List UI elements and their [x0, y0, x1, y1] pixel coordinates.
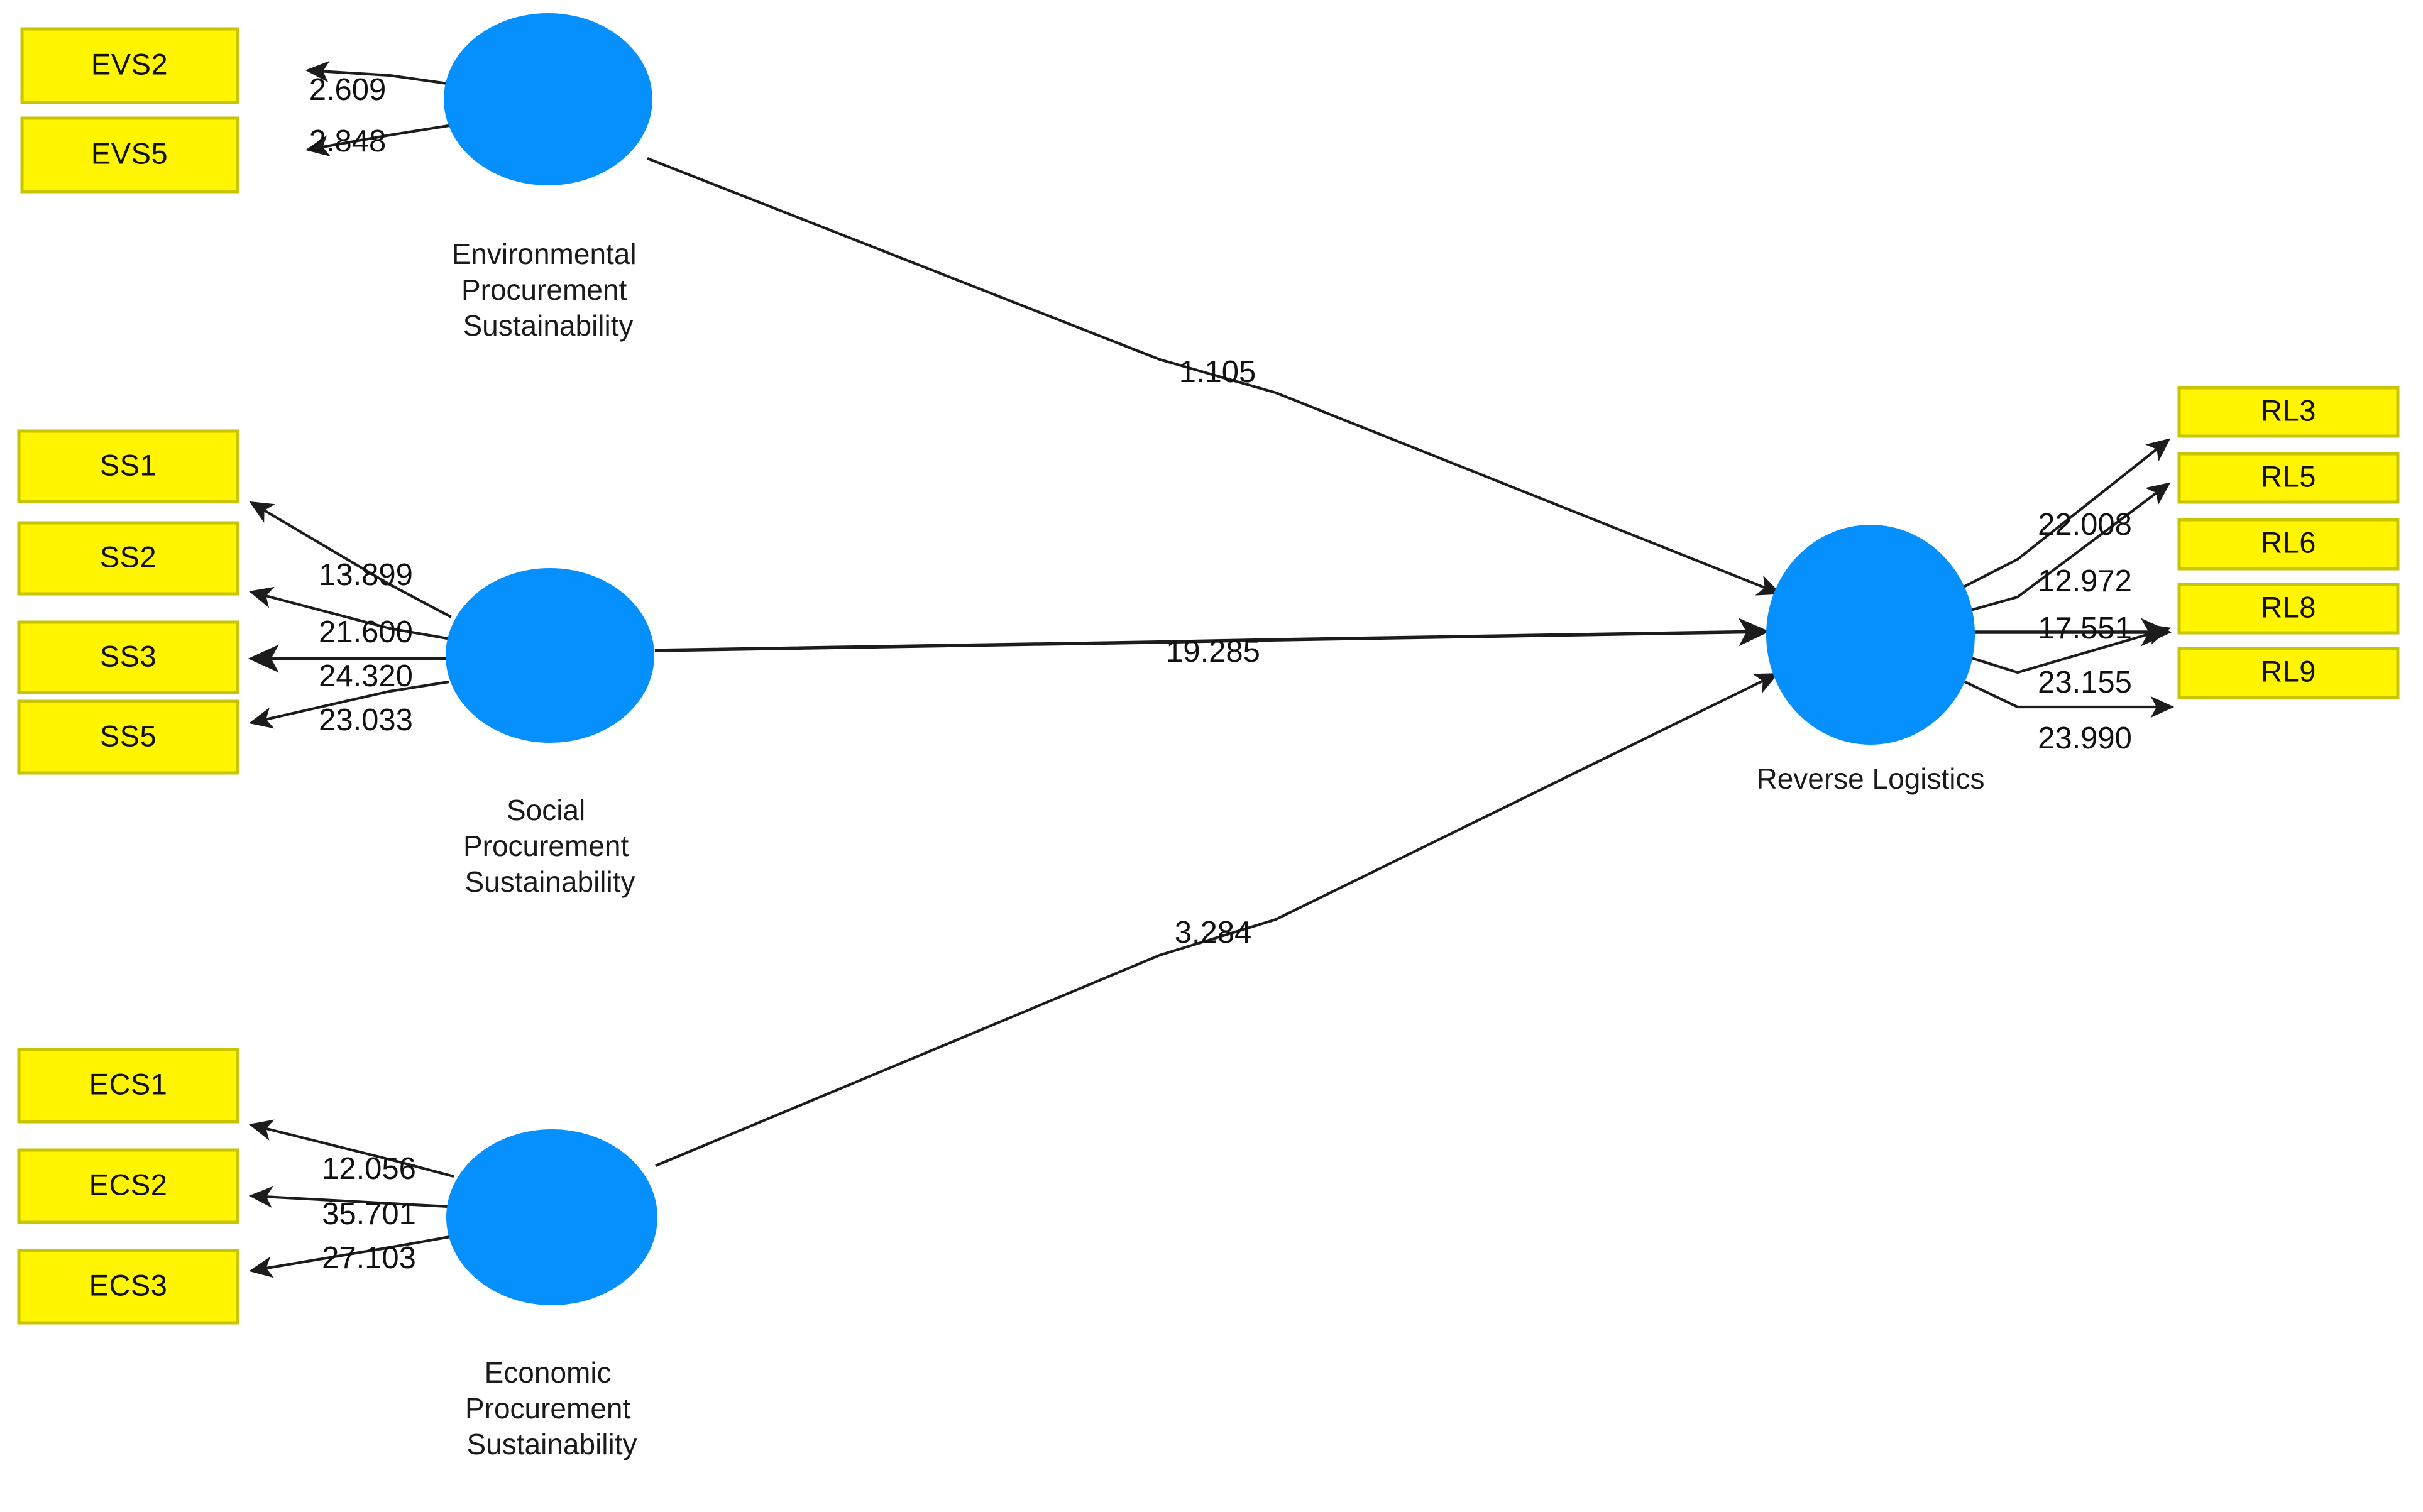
- indicator-label: EVS5: [91, 136, 168, 170]
- path-rl-RL8: [1967, 623, 2172, 674]
- loading-value-ss2: 21.600: [319, 615, 413, 649]
- indicator-label: RL3: [2261, 393, 2316, 427]
- construct-label-ecps: Economic Procurement Sustainability: [465, 1356, 639, 1460]
- loading-value-ss1: 13.899: [319, 558, 413, 592]
- coefficient-ecps-to-rl: 3.284: [1175, 916, 1252, 950]
- loading-value-ss3: 24.320: [319, 659, 413, 693]
- construct-circle-eps[interactable]: [444, 13, 652, 185]
- path-ecps-ECS1: [248, 1119, 454, 1178]
- path-rl-RL5: [1965, 482, 2171, 613]
- path-ecps-to-rl: [655, 673, 1779, 1167]
- construct-labels: Environmental Procurement Sustainability…: [452, 238, 1985, 1460]
- indicator-label: RL5: [2261, 459, 2316, 493]
- loading-value-rl9: 23.990: [2038, 721, 2132, 755]
- indicator-box-ecs3[interactable]: ECS3: [17, 1249, 239, 1325]
- indicator-label: SS3: [100, 639, 157, 672]
- indicator-box-ss2[interactable]: SS2: [17, 521, 239, 596]
- loading-value-ss5: 23.033: [319, 703, 413, 737]
- measurement-paths-rl: [1960, 438, 2175, 718]
- measurement-paths-eps: [305, 60, 449, 157]
- construct-label-sps: Social Procurement Sustainability: [463, 794, 637, 898]
- indicator-box-ss3[interactable]: SS3: [17, 620, 239, 694]
- construct-circle-ecps[interactable]: [446, 1129, 657, 1305]
- construct-label-rl: Reverse Logistics: [1756, 762, 1984, 795]
- indicator-boxes: EVS2 EVS5 SS1 SS2 SS3 SS5: [17, 27, 2400, 1325]
- path-ecps-ECS2: [248, 1186, 449, 1208]
- loading-value-evs5: 2.848: [309, 124, 387, 158]
- indicator-label: SS2: [100, 540, 157, 573]
- path-rl-RL9: [1960, 679, 2175, 718]
- construct-label-eps: Environmental Procurement Sustainability: [452, 238, 645, 342]
- loading-values: 2.609 2.848 13.899 21.600 24.320 23.033 …: [309, 73, 2132, 1275]
- indicator-label: RL6: [2261, 525, 2316, 559]
- indicator-box-ecs1[interactable]: ECS1: [17, 1048, 239, 1124]
- indicator-box-evs5[interactable]: EVS5: [20, 116, 239, 194]
- loading-value-rl3: 22.008: [2038, 508, 2132, 542]
- construct-circle-rl[interactable]: [1766, 525, 1975, 745]
- path-ecps-ECS3: [248, 1235, 451, 1278]
- path-sps-to-rl: [654, 618, 1770, 652]
- loading-value-ecs2: 35.701: [322, 1197, 416, 1231]
- loading-value-rl5: 12.972: [2038, 564, 2132, 598]
- indicator-box-rl3[interactable]: RL3: [2177, 386, 2400, 438]
- structural-paths: [647, 157, 1781, 1167]
- indicator-label: RL8: [2261, 590, 2316, 623]
- indicator-label: RL9: [2261, 654, 2316, 688]
- path-rl-RL3: [1962, 438, 2171, 589]
- path-eps-EVS2: [305, 60, 448, 85]
- measurement-paths-sps: [248, 501, 452, 729]
- structural-coefficients: 1.105 19.285 3.284: [1166, 355, 1260, 950]
- indicator-label: ECS3: [89, 1268, 168, 1301]
- indicator-label: EVS2: [91, 47, 168, 80]
- indicator-box-rl5[interactable]: RL5: [2177, 452, 2400, 504]
- indicator-box-rl9[interactable]: RL9: [2177, 647, 2400, 699]
- loading-value-evs2: 2.609: [309, 73, 387, 107]
- indicator-label: ECS2: [89, 1168, 168, 1201]
- loading-value-ecs1: 12.056: [322, 1152, 416, 1186]
- loading-value-rl6: 17.551: [2038, 611, 2132, 645]
- loading-value-ecs3: 27.103: [322, 1241, 416, 1275]
- indicator-label: ECS1: [89, 1067, 168, 1100]
- path-sps-SS5: [248, 680, 449, 729]
- measurement-paths-ecps: [248, 1119, 454, 1278]
- path-sps-SS2: [248, 586, 448, 640]
- construct-circle-sps[interactable]: [446, 568, 654, 743]
- path-sps-SS1: [249, 501, 452, 618]
- indicator-box-ss1[interactable]: SS1: [17, 429, 239, 503]
- indicator-box-rl8[interactable]: RL8: [2177, 583, 2400, 635]
- indicator-box-ss5[interactable]: SS5: [17, 699, 239, 775]
- coefficient-sps-to-rl: 19.285: [1166, 635, 1260, 669]
- constructs: [444, 13, 1975, 1305]
- indicator-box-ecs2[interactable]: ECS2: [17, 1148, 239, 1224]
- loading-value-rl8: 23.155: [2038, 666, 2132, 699]
- indicator-label: SS1: [100, 448, 157, 481]
- coefficient-eps-to-rl: 1.105: [1179, 355, 1256, 389]
- indicator-box-rl6[interactable]: RL6: [2177, 518, 2400, 571]
- path-eps-EVS5: [305, 124, 449, 157]
- path-eps-to-rl: [647, 157, 1781, 596]
- indicator-box-evs2[interactable]: EVS2: [20, 27, 239, 104]
- indicator-label: SS5: [100, 719, 157, 752]
